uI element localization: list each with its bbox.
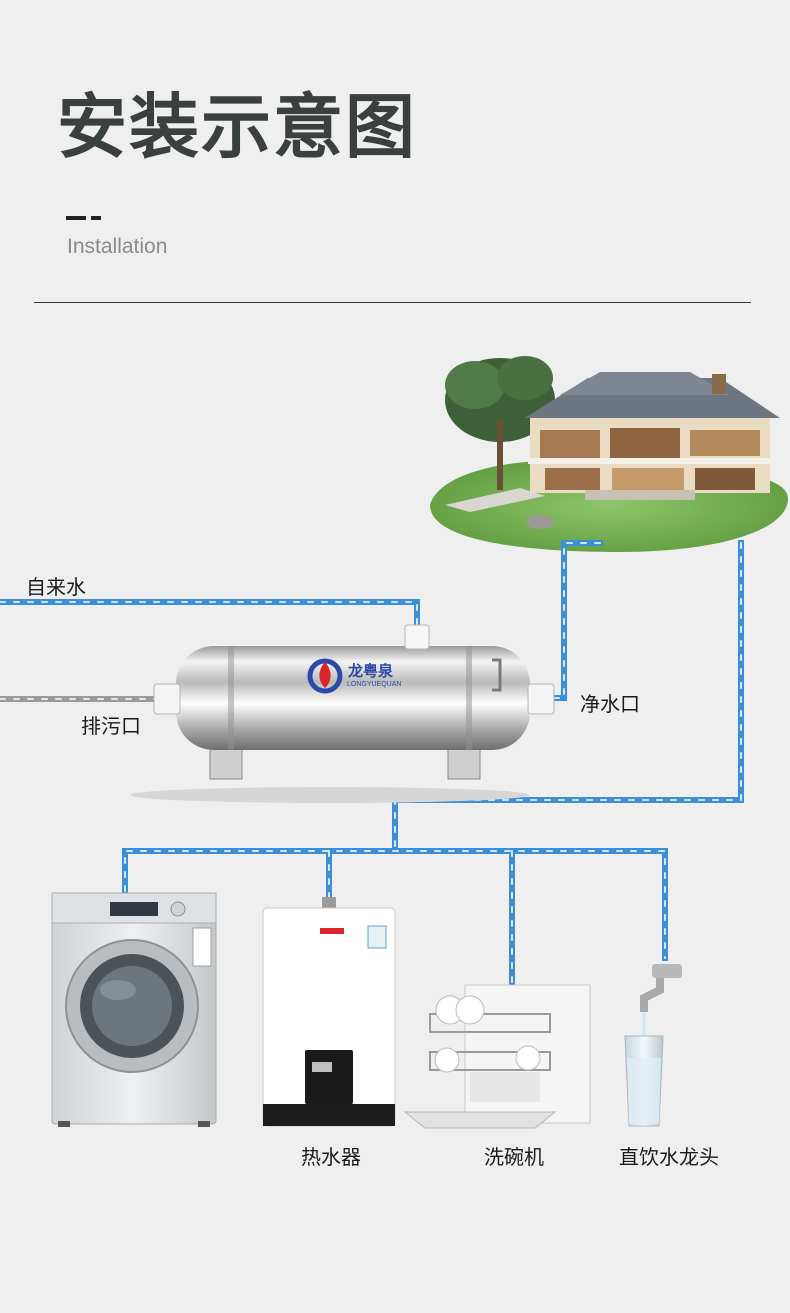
tap-water-label: 自来水: [26, 571, 86, 600]
dishwasher-label: 洗碗机: [484, 1141, 544, 1170]
clean-outlet-label: 净水口: [580, 688, 640, 717]
villa-house: [430, 356, 788, 552]
washing-machine: [52, 893, 216, 1127]
water-heater: [263, 897, 395, 1126]
brand-name: 龙粤泉: [348, 664, 393, 679]
brand-pinyin: LONGYUEQUAN: [347, 681, 401, 688]
water-heater-label: 热水器: [301, 1141, 361, 1170]
drain-label: 排污口: [81, 710, 141, 739]
dishwasher: [405, 985, 590, 1128]
drinking-faucet-label: 直饮水龙头: [619, 1141, 719, 1170]
clean-water-riser: [540, 543, 600, 698]
faucet-and-glass: [625, 964, 682, 1126]
filter-tank: [130, 625, 554, 803]
tap-water-pipe: [0, 602, 417, 625]
